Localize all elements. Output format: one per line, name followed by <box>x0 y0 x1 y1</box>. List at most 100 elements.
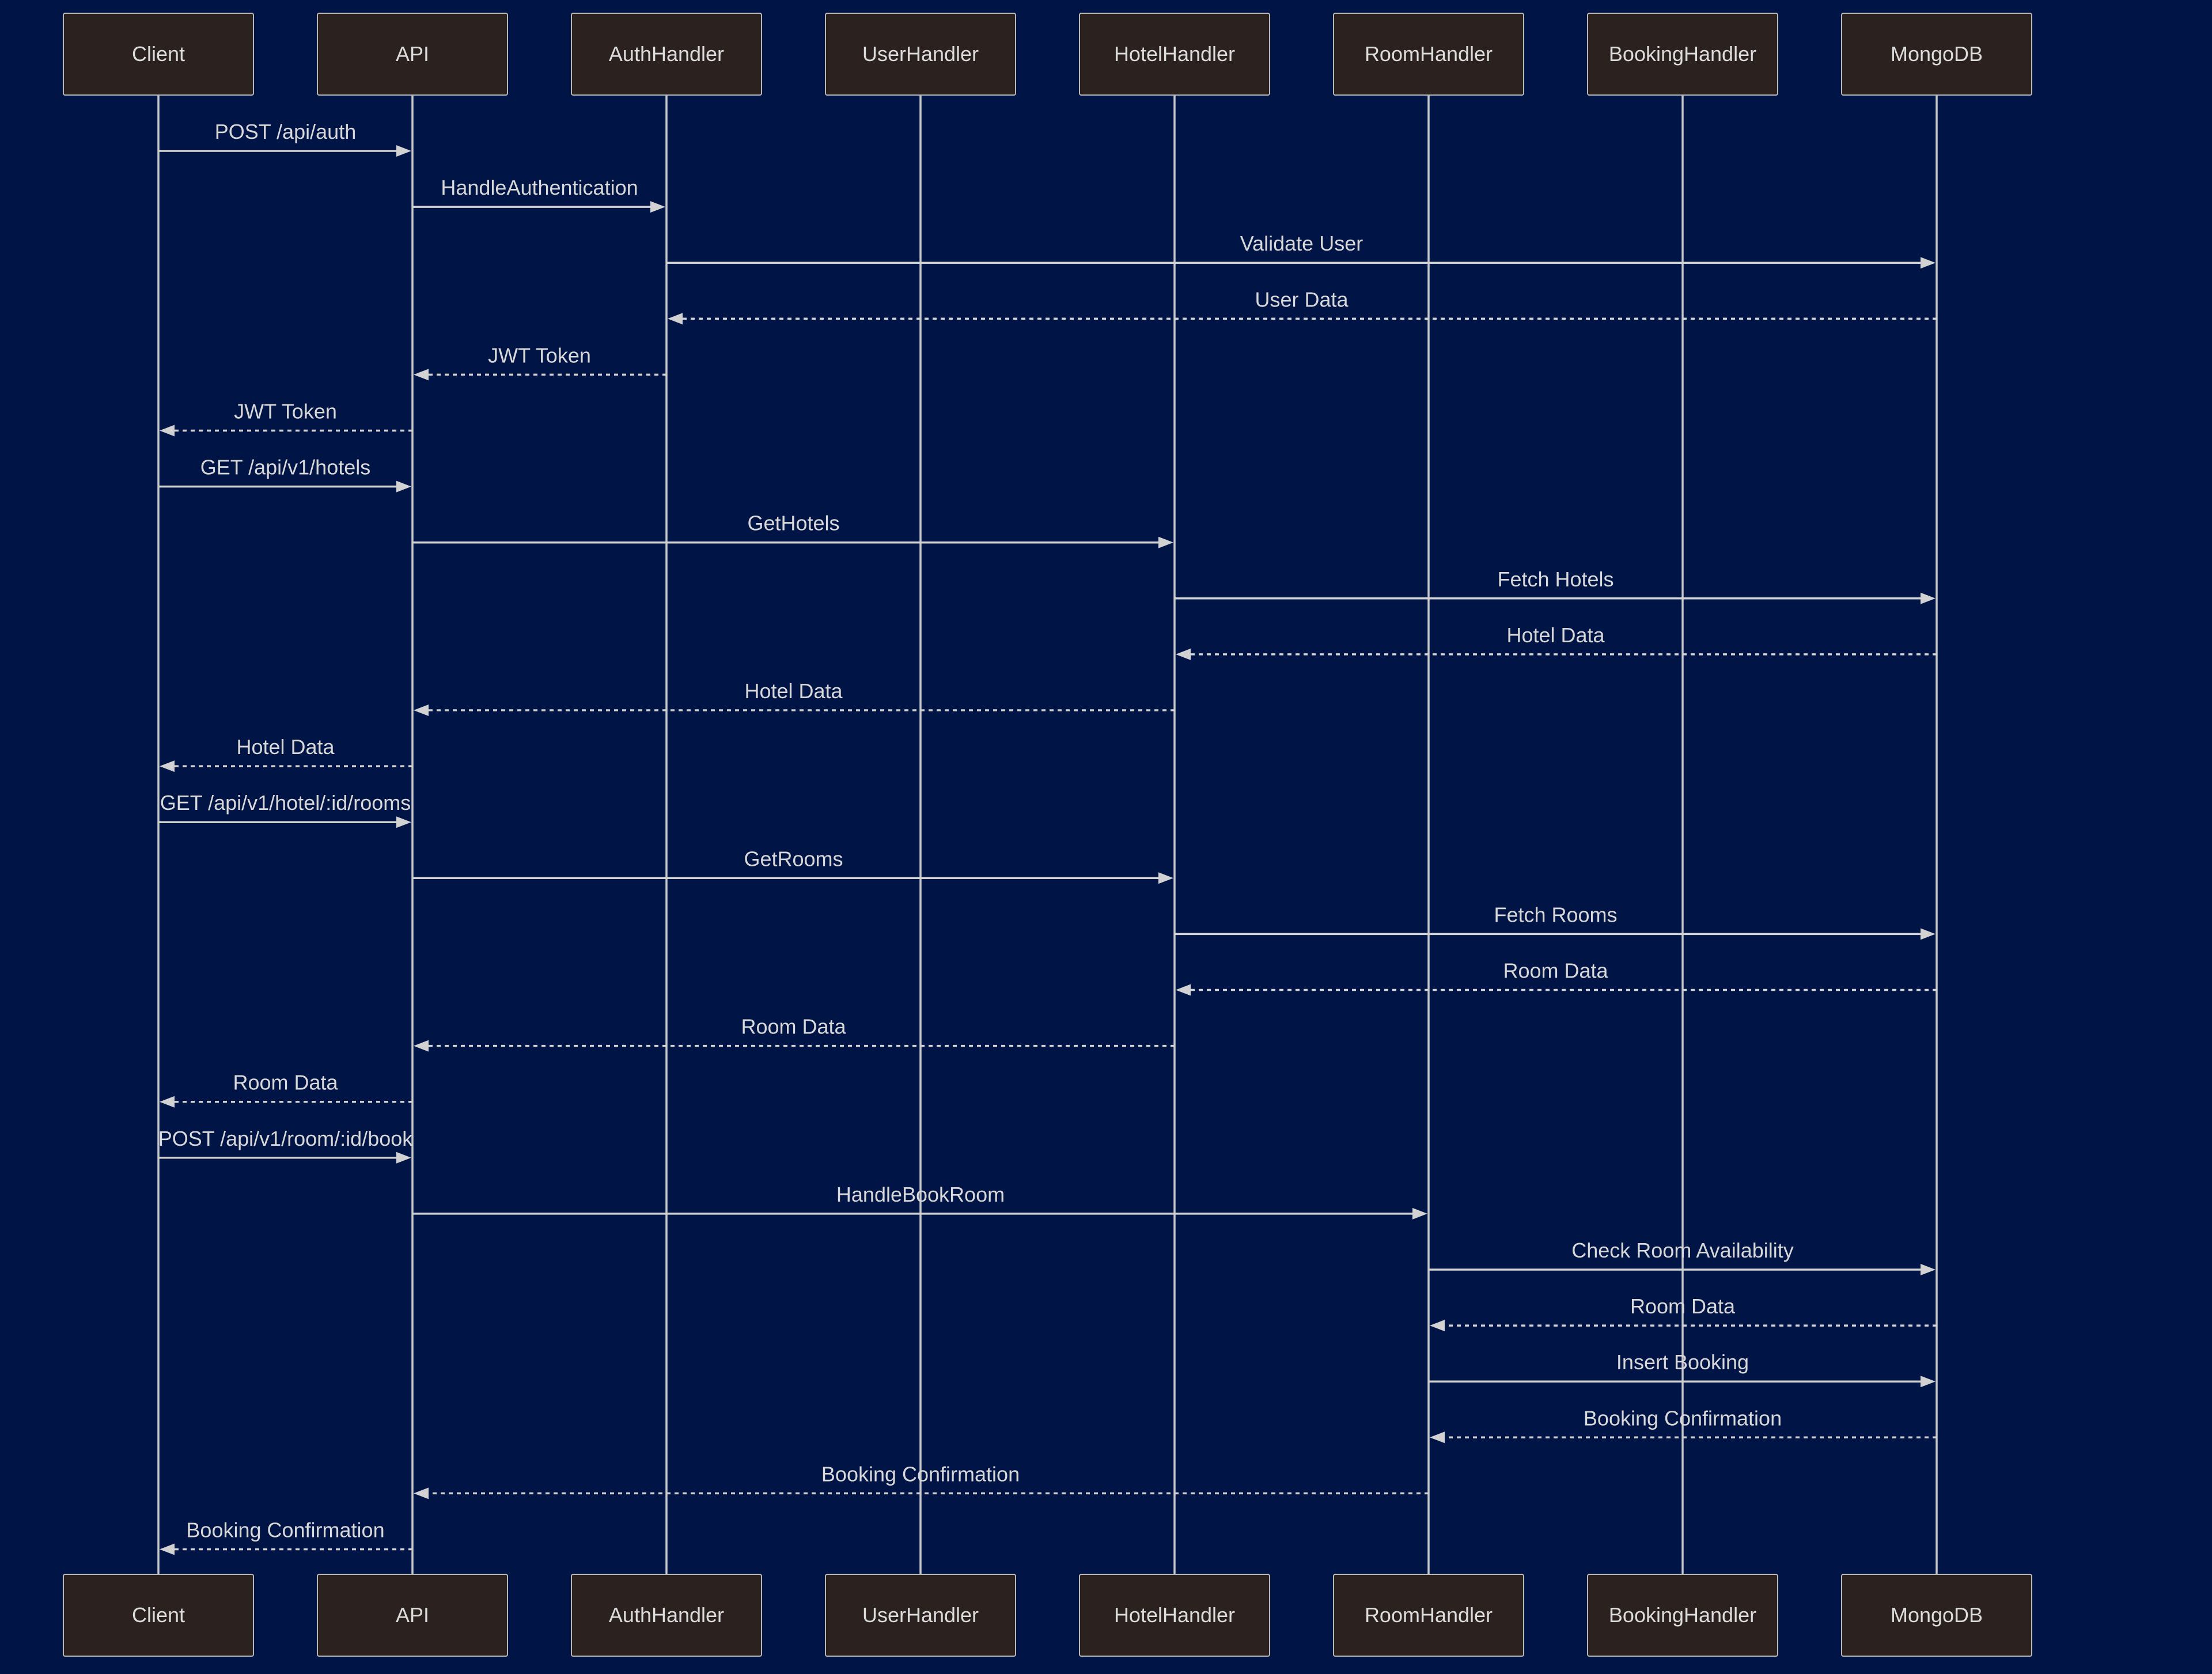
message-label: Booking Confirmation <box>821 1462 1020 1486</box>
arrow-head-icon <box>1176 984 1191 996</box>
lifelines <box>157 95 1938 1574</box>
arrow-head-icon <box>414 1040 429 1052</box>
message-booking-confirmation: Booking Confirmation <box>1430 1406 1937 1444</box>
arrow-head-icon <box>1921 928 1936 940</box>
arrow-head-icon <box>1430 1431 1445 1444</box>
participant-box <box>1587 13 1778 96</box>
arrow-head-icon <box>1158 536 1173 548</box>
participant-bookinghandler-bottom: BookingHandler <box>1587 1574 1778 1657</box>
participant-label: RoomHandler <box>1365 42 1493 66</box>
message-label: GET /api/v1/hotel/:id/rooms <box>160 791 411 815</box>
arrow-head-icon <box>414 369 429 381</box>
message-label: Room Data <box>233 1071 338 1094</box>
arrow-head-icon <box>396 816 411 828</box>
participant-mongodb-top: MongoDB <box>1841 13 2032 96</box>
message-gethotels: GetHotels <box>412 512 1173 548</box>
arrow-head-icon <box>160 1096 175 1108</box>
message-label: Room Data <box>1503 959 1608 983</box>
participant-hotelhandler-top: HotelHandler <box>1079 13 1270 96</box>
participant-label: HotelHandler <box>1114 1603 1235 1627</box>
message-get-api-v1-hotel-id-rooms: GET /api/v1/hotel/:id/rooms <box>158 791 411 828</box>
participant-authhandler-top: AuthHandler <box>571 13 762 96</box>
participant-box <box>1841 13 2032 96</box>
participant-label: AuthHandler <box>609 1603 724 1627</box>
message-jwt-token: JWT Token <box>160 400 412 437</box>
message-label: Hotel Data <box>744 679 843 703</box>
message-label: Room Data <box>1630 1294 1736 1318</box>
message-fetch-hotels: Fetch Hotels <box>1175 567 1936 604</box>
message-post-api-v1-room-id-book: POST /api/v1/room/:id/book <box>158 1127 414 1164</box>
arrow-head-icon <box>396 1152 411 1164</box>
message-jwt-token: JWT Token <box>414 343 666 381</box>
participant-label: MongoDB <box>1891 42 1983 66</box>
message-handleauthentication: HandleAuthentication <box>412 176 665 213</box>
participant-box <box>571 13 762 96</box>
participant-authhandler-bottom: AuthHandler <box>571 1574 762 1657</box>
message-label: GetHotels <box>747 512 839 535</box>
message-label: Insert Booking <box>1616 1350 1749 1374</box>
message-label: GET /api/v1/hotels <box>200 456 371 479</box>
message-fetch-rooms: Fetch Rooms <box>1175 903 1936 940</box>
participant-box <box>317 13 508 96</box>
arrow-head-icon <box>668 313 683 325</box>
message-label: Booking Confirmation <box>1584 1406 1782 1430</box>
messages: POST /api/authHandleAuthenticationValida… <box>158 120 1937 1555</box>
arrow-head-icon <box>160 425 175 437</box>
arrow-head-icon <box>396 480 411 493</box>
message-hotel-data: Hotel Data <box>1176 623 1937 660</box>
participant-label: BookingHandler <box>1609 1603 1756 1627</box>
participant-api-top: API <box>317 13 508 96</box>
arrow-head-icon <box>650 201 665 213</box>
arrow-head-icon <box>1158 872 1173 884</box>
participant-hotelhandler-bottom: HotelHandler <box>1079 1574 1270 1657</box>
message-label: HandleBookRoom <box>836 1183 1005 1206</box>
message-check-room-availability: Check Room Availability <box>1429 1239 1936 1275</box>
arrow-head-icon <box>1176 648 1191 660</box>
message-label: HandleAuthentication <box>441 176 638 199</box>
arrow-head-icon <box>160 760 175 772</box>
message-validate-user: Validate User <box>666 232 1936 269</box>
participant-box <box>1079 13 1270 96</box>
message-user-data: User Data <box>668 287 1937 325</box>
participant-box <box>1333 1574 1524 1657</box>
arrow-head-icon <box>1430 1320 1445 1332</box>
participant-label: MongoDB <box>1891 1603 1983 1627</box>
participant-roomhandler-bottom: RoomHandler <box>1333 1574 1524 1657</box>
arrow-head-icon <box>1921 257 1936 269</box>
message-label: JWT Token <box>488 343 591 367</box>
participant-bookinghandler-top: BookingHandler <box>1587 13 1778 96</box>
message-room-data: Room Data <box>160 1071 412 1108</box>
message-get-api-v1-hotels: GET /api/v1/hotels <box>158 456 411 493</box>
message-room-data: Room Data <box>1176 959 1937 996</box>
message-room-data: Room Data <box>414 1015 1175 1052</box>
participant-box <box>63 13 254 96</box>
participant-box <box>571 1574 762 1657</box>
participant-label: UserHandler <box>862 1603 979 1627</box>
arrow-head-icon <box>1921 1264 1936 1275</box>
participant-label: API <box>396 42 429 66</box>
message-label: GetRooms <box>744 847 843 870</box>
participant-label: BookingHandler <box>1609 42 1756 66</box>
message-handlebookroom: HandleBookRoom <box>412 1183 1427 1219</box>
arrow-head-icon <box>1412 1207 1427 1219</box>
message-booking-confirmation: Booking Confirmation <box>160 1518 412 1555</box>
arrow-head-icon <box>414 1487 429 1499</box>
participant-box <box>1333 13 1524 96</box>
participant-box <box>1841 1574 2032 1657</box>
arrow-head-icon <box>160 1543 175 1555</box>
participant-userhandler-top: UserHandler <box>825 13 1016 96</box>
message-label: Hotel Data <box>1506 623 1605 647</box>
participant-userhandler-bottom: UserHandler <box>825 1574 1016 1657</box>
message-label: POST /api/auth <box>215 120 356 143</box>
message-insert-booking: Insert Booking <box>1429 1350 1936 1388</box>
message-post-api-auth: POST /api/auth <box>158 120 411 157</box>
message-hotel-data: Hotel Data <box>160 735 412 772</box>
participant-label: UserHandler <box>862 42 979 66</box>
message-label: POST /api/v1/room/:id/book <box>158 1127 414 1150</box>
message-label: Room Data <box>741 1015 846 1039</box>
message-getrooms: GetRooms <box>412 847 1173 884</box>
participant-box <box>317 1574 508 1657</box>
